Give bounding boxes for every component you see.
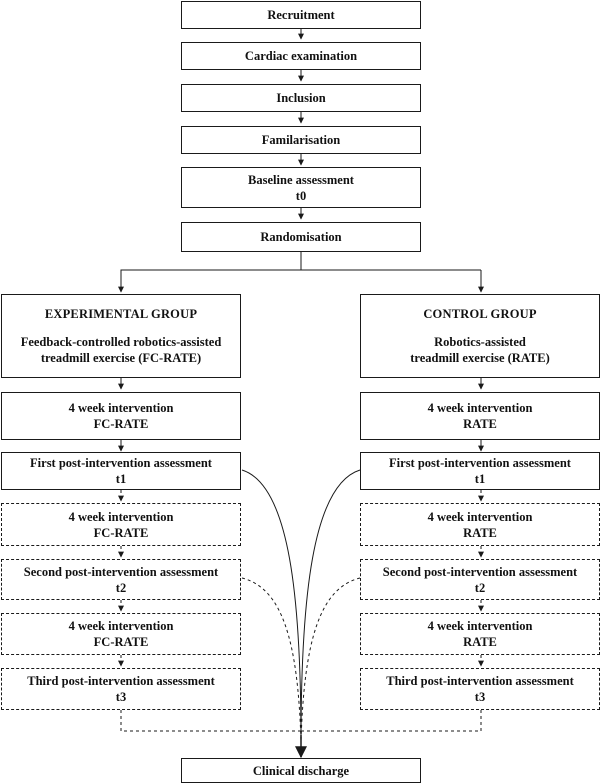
baseline-assessment-label: Baseline assessment [248,172,354,187]
assessment-label: First post-intervention assessment [389,456,571,470]
curve-ctl-t1-to-discharge [300,469,361,743]
curve-exp-t2-to-discharge [241,577,302,743]
experimental-group-box: EXPERIMENTAL GROUP Feedback-controlled r… [1,294,241,378]
recruitment-label: Recruitment [267,8,335,22]
inclusion-label: Inclusion [276,91,326,105]
split-connector [118,252,302,293]
intervention-type: RATE [463,525,497,540]
assessment-timepoint: t2 [474,580,486,595]
experimental-group-title: EXPERIMENTAL GROUP [44,307,198,321]
experimental-description-line2: treadmill exercise (FC-RATE) [40,351,202,365]
control-intervention-1-box: 4 week intervention RATE [360,392,600,440]
assessment-timepoint: t1 [115,472,127,486]
control-assessment-1-box: First post-intervention assessment t1 [360,452,600,490]
control-group-title: CONTROL GROUP [423,307,537,321]
experimental-assessment-2-box: Second post-intervention assessment t2 [1,559,241,600]
intervention-label: 4 week intervention [427,509,533,524]
randomisation-box: Randomisation [181,222,421,252]
intervention-label: 4 week intervention [427,401,533,415]
assessment-timepoint: t3 [474,690,486,704]
assessment-timepoint: t3 [115,690,127,704]
experimental-description-line1: Feedback-controlled robotics-assisted [20,335,222,349]
inclusion-box: Inclusion [181,84,421,112]
clinical-discharge-label: Clinical discharge [252,763,350,778]
recruitment-box: Recruitment [181,1,421,29]
assessment-label: Third post-intervention assessment [386,674,574,688]
experimental-intervention-1-box: 4 week intervention FC-RATE [1,392,241,440]
route-ctl-t3-to-discharge [301,710,482,732]
control-assessment-2-box: Second post-intervention assessment t2 [360,559,600,600]
assessment-label: Second post-intervention assessment [382,564,578,579]
assessment-timepoint: t1 [474,472,486,486]
baseline-timepoint-label: t0 [295,188,307,203]
familiarisation-box: Familarisation [181,126,421,154]
route-exp-t3-to-discharge [120,710,301,732]
cardiac-examination-label: Cardiac examination [244,49,358,63]
assessment-label: Second post-intervention assessment [23,564,219,579]
baseline-assessment-box: Baseline assessment t0 [181,167,421,208]
assessment-label: Third post-intervention assessment [27,674,215,688]
cardiac-examination-box: Cardiac examination [181,42,421,70]
intervention-label: 4 week intervention [68,619,174,633]
intervention-label: 4 week intervention [68,509,174,524]
assessment-timepoint: t2 [115,580,127,595]
intervention-type: FC-RATE [93,525,149,540]
experimental-intervention-2-box: 4 week intervention FC-RATE [1,503,241,546]
control-intervention-3-box: 4 week intervention RATE [360,613,600,655]
control-intervention-2-box: 4 week intervention RATE [360,503,600,546]
experimental-assessment-1-box: First post-intervention assessment t1 [1,452,241,490]
intervention-type: FC-RATE [93,417,149,431]
experimental-assessment-3-box: Third post-intervention assessment t3 [1,668,241,710]
control-description-line1: Robotics-assisted [434,335,526,349]
intervention-label: 4 week intervention [427,619,533,633]
familiarisation-label: Familarisation [261,133,341,147]
intervention-type: RATE [463,635,497,649]
control-group-box: CONTROL GROUP Robotics-assisted treadmil… [360,294,600,378]
intervention-label: 4 week intervention [68,401,174,415]
randomisation-label: Randomisation [260,230,342,244]
curve-exp-t1-to-discharge [241,469,302,743]
experimental-intervention-3-box: 4 week intervention FC-RATE [1,613,241,655]
assessment-label: First post-intervention assessment [30,456,212,470]
intervention-type: RATE [463,417,497,431]
clinical-discharge-box: Clinical discharge [181,758,421,783]
intervention-type: FC-RATE [93,635,149,649]
control-description-line2: treadmill exercise (RATE) [410,351,550,365]
curve-ctl-t2-to-discharge [300,577,361,743]
control-assessment-3-box: Third post-intervention assessment t3 [360,668,600,710]
